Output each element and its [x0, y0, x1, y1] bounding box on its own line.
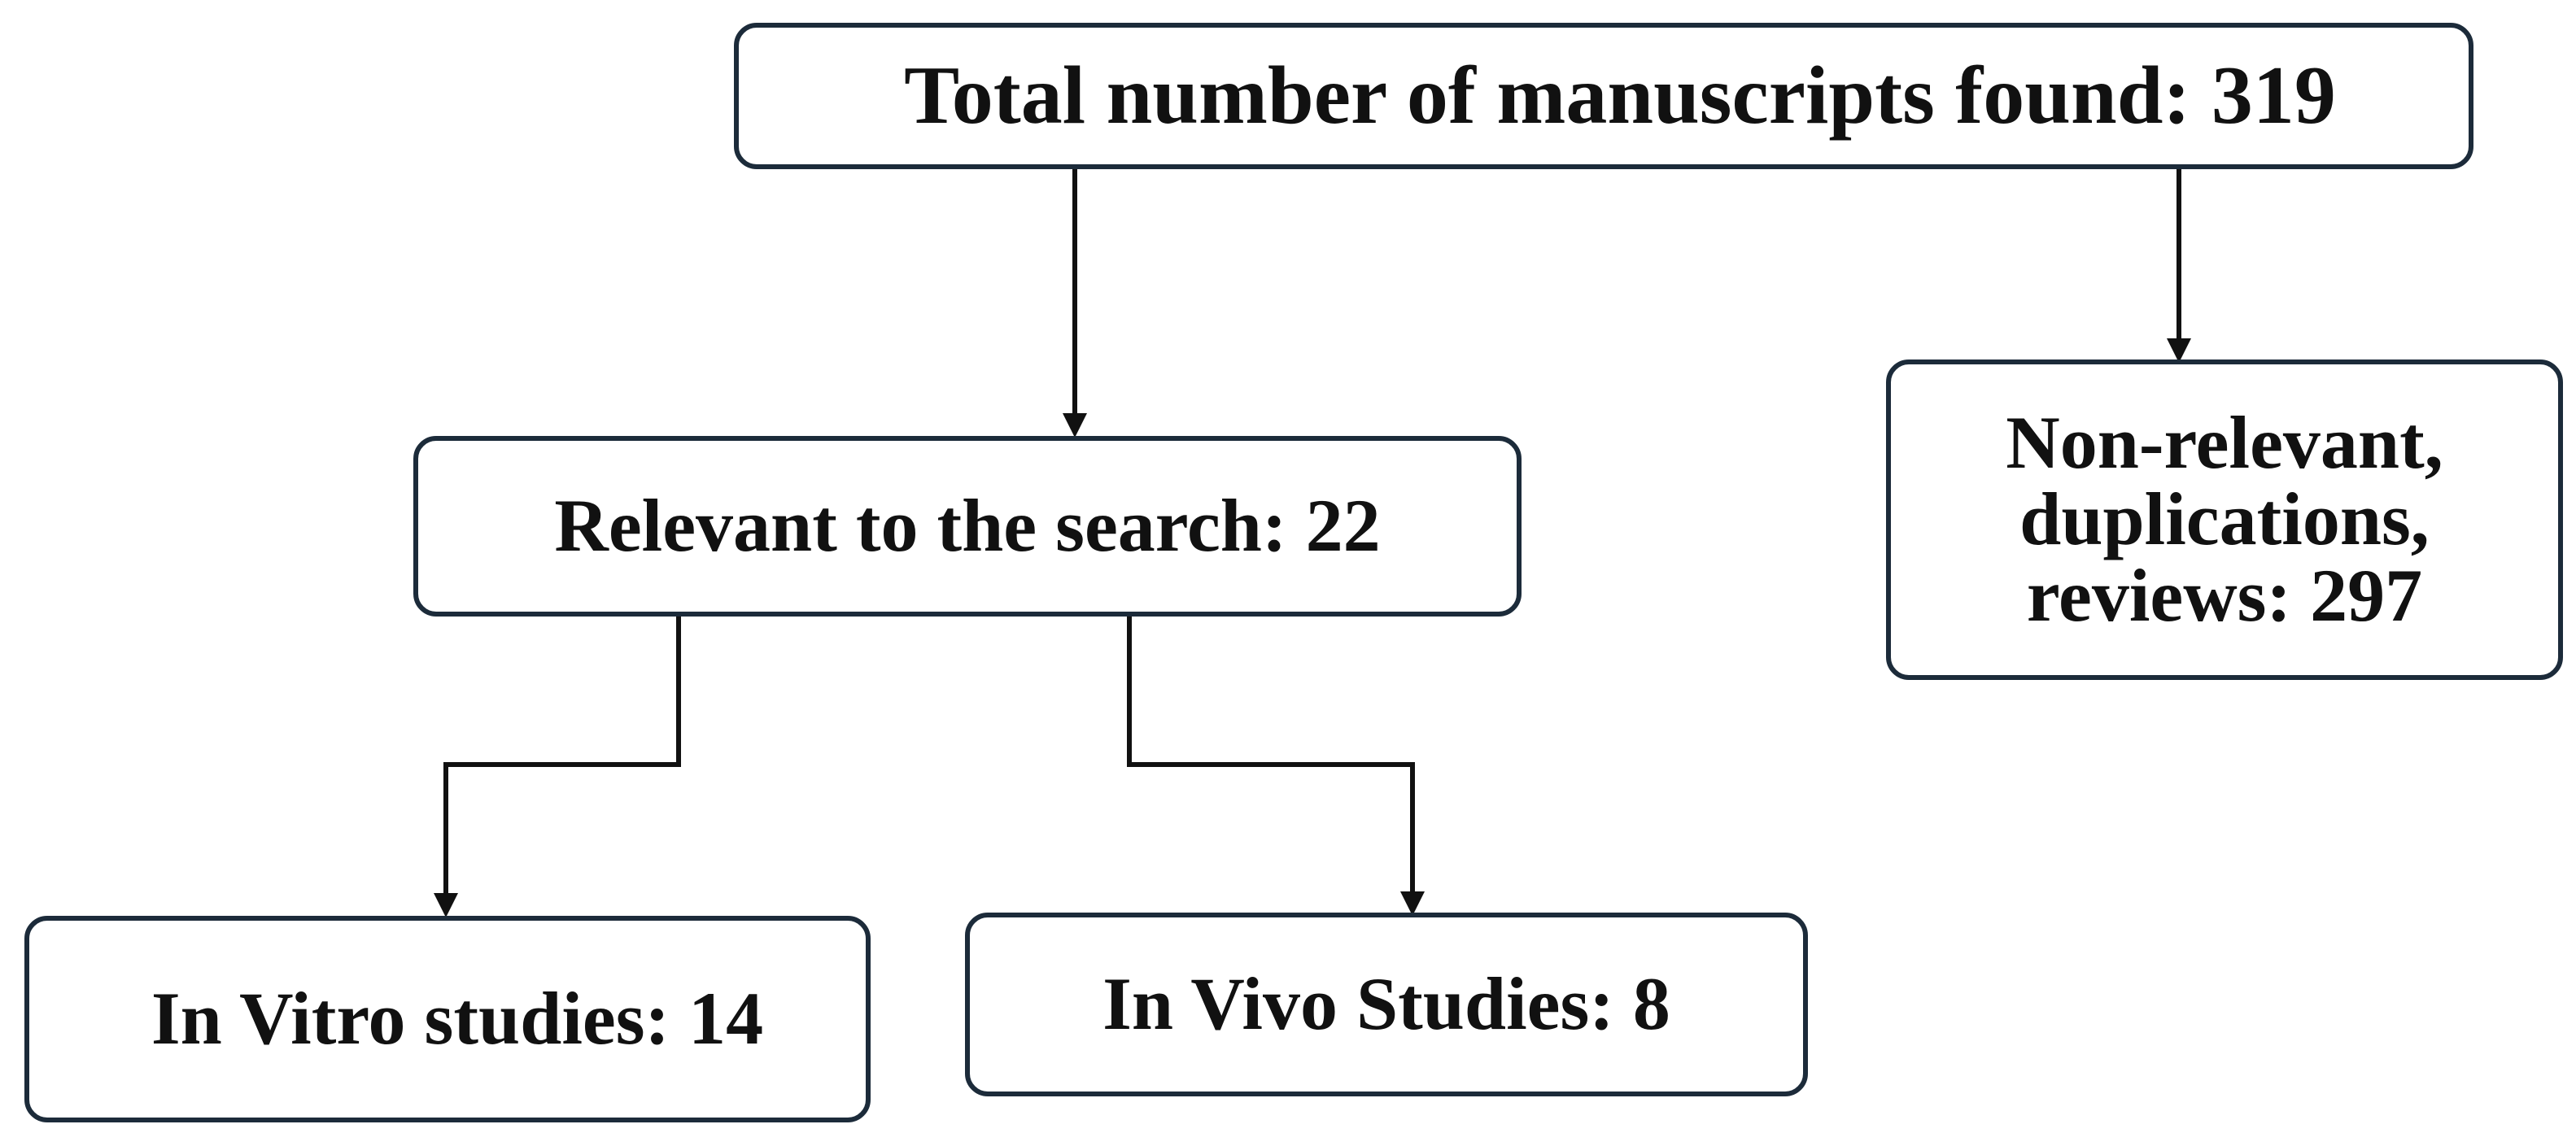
node-in-vivo-label: In Vivo Studies: 8 — [1102, 962, 1670, 1046]
arrowhead-relevant — [1063, 413, 1087, 438]
node-non-relevant: Non-relevant, duplications, reviews: 297 — [1886, 359, 2563, 680]
node-total-label: Total number of manuscripts found: 319 — [904, 49, 2336, 142]
arrowhead-non-relevant — [2167, 338, 2191, 363]
node-relevant: Relevant to the search: 22 — [413, 436, 1522, 617]
node-non-relevant-line-2: duplications, — [2019, 477, 2430, 561]
node-relevant-label: Relevant to the search: 22 — [554, 484, 1381, 568]
node-in-vitro-label: In Vitro studies: 14 — [151, 977, 764, 1061]
edge-relevant-to-in-vitro — [443, 617, 681, 895]
arrowhead-in-vitro — [434, 893, 458, 917]
arrowhead-in-vivo — [1400, 891, 1425, 916]
node-total-manuscripts: Total number of manuscripts found: 319 — [734, 23, 2473, 169]
node-in-vivo: In Vivo Studies: 8 — [965, 913, 1808, 1096]
node-non-relevant-line-3: reviews: 297 — [2026, 553, 2423, 637]
node-in-vitro: In Vitro studies: 14 — [24, 916, 871, 1122]
node-non-relevant-line-1: Non-relevant, — [2006, 401, 2443, 485]
edge-relevant-to-in-vivo — [1127, 617, 1415, 893]
